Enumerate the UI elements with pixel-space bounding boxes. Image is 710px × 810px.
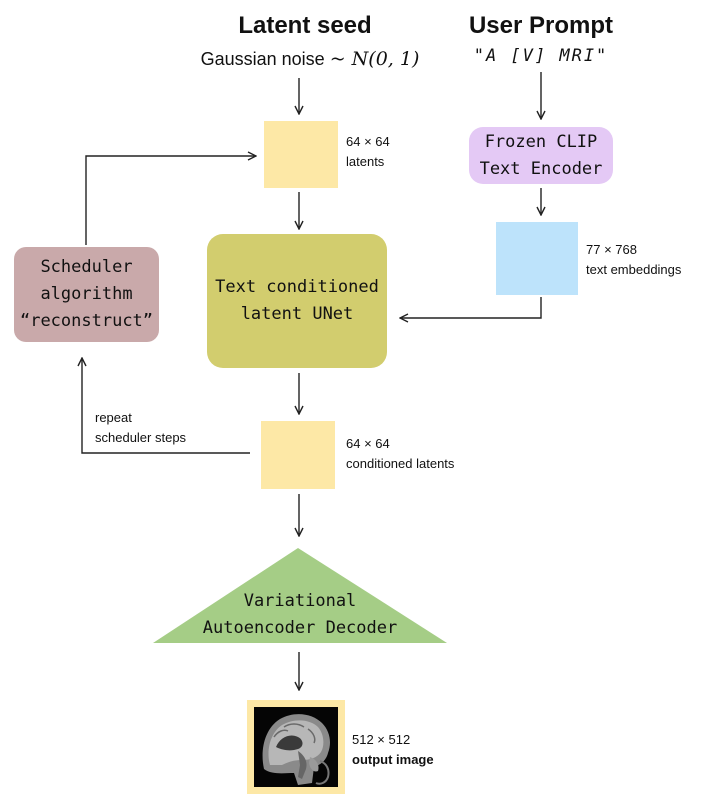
- latent-seed-title: Latent seed: [238, 12, 372, 39]
- noise-text: Gaussian noise: [200, 49, 325, 69]
- user-prompt-title: User Prompt: [468, 12, 614, 39]
- text-embeddings-size: 77 × 768: [586, 242, 637, 257]
- conditioned-latents-square: [261, 421, 335, 489]
- latents-caption: 64 × 64 latents: [346, 132, 390, 172]
- latents-size: 64 × 64: [346, 134, 390, 149]
- text-embeddings-caption: 77 × 768 text embeddings: [586, 240, 681, 280]
- output-image-caption: 512 × 512 output image: [352, 730, 434, 770]
- conditioned-latents-size: 64 × 64: [346, 436, 390, 451]
- gaussian-noise-label: Gaussian noise ~ N(0, 1): [190, 48, 430, 70]
- arrow-embeddings-to-unet: [400, 297, 542, 318]
- clip-text-encoder: Frozen CLIP Text Encoder: [469, 127, 613, 184]
- latents-label: latents: [346, 154, 385, 169]
- conditioned-latents-caption: 64 × 64 conditioned latents: [346, 434, 454, 474]
- conditioned-latents-label: conditioned latents: [346, 456, 455, 471]
- repeat-scheduler-steps-label: repeat scheduler steps: [95, 410, 187, 445]
- vae-decoder-shape: [153, 548, 447, 643]
- user-prompt-text: "A [V] MRI": [473, 46, 609, 66]
- noise-formula: ~ N(0, 1): [329, 48, 420, 70]
- arrow-repeat-to-scheduler: [82, 358, 250, 454]
- text-embeddings-square: [496, 222, 578, 295]
- latents-square: [264, 121, 338, 188]
- mri-brain-image: [254, 707, 338, 787]
- output-image-size: 512 × 512: [352, 732, 411, 747]
- text-conditioned-unet: Text conditioned latent UNet: [207, 234, 387, 368]
- text-embeddings-label: text embeddings: [586, 262, 682, 277]
- arrow-scheduler-to-latents: [85, 156, 256, 245]
- output-image-label: output image: [352, 752, 434, 767]
- vae-decoder-label: Variational Autoencoder Decoder: [202, 591, 398, 638]
- output-image-frame: [247, 700, 345, 794]
- scheduler-algorithm: Scheduler algorithm “reconstruct”: [14, 247, 159, 342]
